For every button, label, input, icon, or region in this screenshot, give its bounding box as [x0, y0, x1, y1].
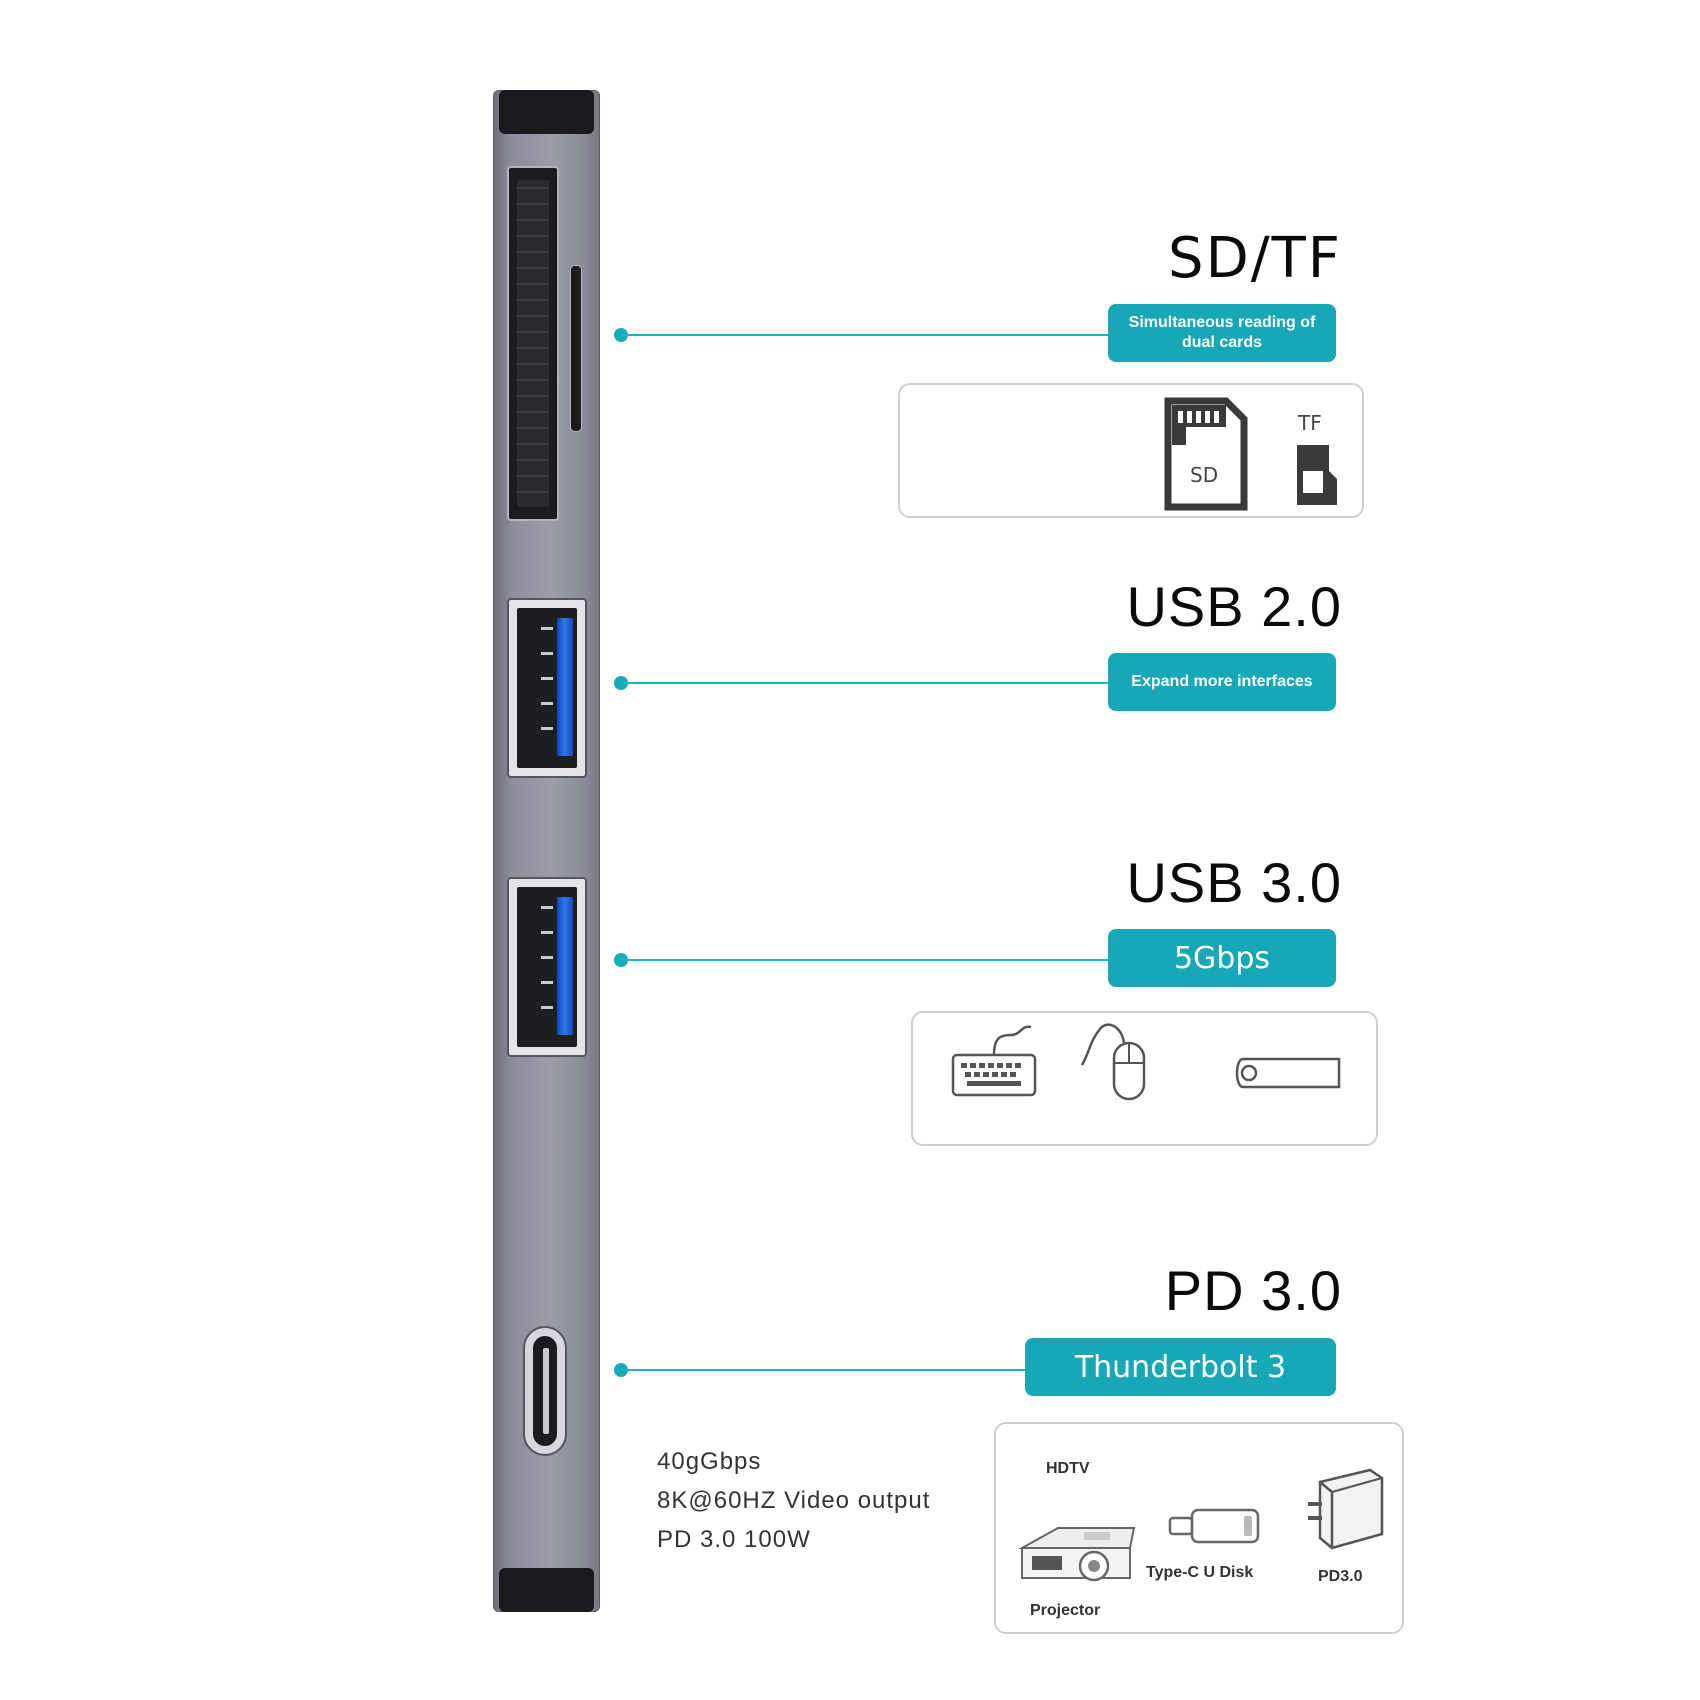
- sd-connector-line: [621, 334, 1111, 336]
- usb-c-pd-port: [523, 1326, 567, 1456]
- usb2-title: USB 2.0: [1126, 575, 1342, 638]
- pd-connector-line: [621, 1369, 1031, 1371]
- sd-card-icon: [1164, 397, 1248, 511]
- usb2-badge: Expand more interfaces: [1108, 653, 1336, 711]
- usb3-badge: 5Gbps: [1108, 929, 1336, 987]
- type-c-u-disk-icon: [1168, 1508, 1260, 1544]
- mouse-icon: [1080, 1023, 1146, 1101]
- keyboard-icon: [951, 1025, 1037, 1097]
- pd-badge: Thunderbolt 3: [1025, 1338, 1336, 1396]
- usb3-title: USB 3.0: [1126, 851, 1342, 914]
- projector-label: Projector: [1030, 1602, 1101, 1619]
- hdtv-label: HDTV: [1046, 1460, 1090, 1477]
- sd-tf-title: SD/TF: [1168, 226, 1342, 291]
- pd-devices-panel: HDTV Projector Type-C U Disk PD3.0: [994, 1422, 1404, 1634]
- tf-card-label: TF: [1298, 411, 1322, 435]
- pd-spec-power: PD 3.0 100W: [657, 1526, 811, 1553]
- pd-charger-icon: [1308, 1468, 1384, 1550]
- usb2-connector-line: [621, 682, 1111, 684]
- pd-charger-label: PD3.0: [1318, 1568, 1363, 1585]
- sd-card-label: SD: [1190, 463, 1219, 487]
- projector-icon: [1018, 1527, 1136, 1582]
- pd-title: PD 3.0: [1164, 1259, 1342, 1322]
- usb3-connector-line: [621, 959, 1111, 961]
- hub-top-connector: [499, 90, 594, 134]
- usb3-devices-panel: [911, 1011, 1378, 1146]
- sd-tf-panel: SD TF: [898, 383, 1364, 518]
- tf-card-slot: [571, 266, 581, 431]
- tf-card-icon: [1297, 445, 1337, 505]
- usb-flash-drive-icon: [1235, 1057, 1341, 1089]
- usb-c-hub-body: [493, 90, 600, 1612]
- pd-spec-bandwidth: 40gGbps: [657, 1448, 762, 1475]
- sd-tf-badge: Simultaneous reading of dual cards: [1108, 304, 1336, 362]
- pd-spec-video: 8K@60HZ Video output: [657, 1487, 931, 1514]
- usb-2-port: [507, 598, 587, 778]
- type-c-u-disk-label: Type-C U Disk: [1146, 1564, 1254, 1581]
- sd-card-slot: [507, 166, 559, 521]
- usb-3-port: [507, 877, 587, 1057]
- hub-bottom-connector: [499, 1568, 594, 1612]
